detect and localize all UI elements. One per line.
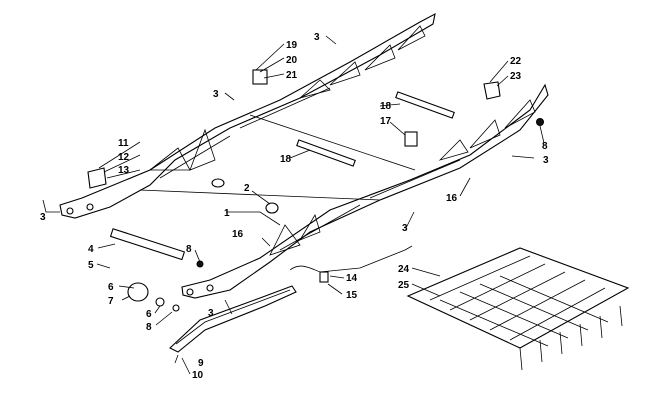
callout-25: 25 <box>398 280 410 291</box>
callout-4: 4 <box>88 244 94 255</box>
callout-1: 1 <box>224 208 230 219</box>
callout-8-right: 8 <box>542 141 548 152</box>
callout-3-right: 3 <box>543 155 549 166</box>
callout-8-bottom: 8 <box>146 322 152 333</box>
track-section <box>406 247 630 371</box>
callout-19: 19 <box>286 40 298 51</box>
callout-20: 20 <box>286 55 298 66</box>
rail-front <box>181 83 549 299</box>
callout-16-right: 16 <box>446 193 458 204</box>
callout-13: 13 <box>118 165 130 176</box>
cross-shafts <box>109 91 455 261</box>
callout-3-center: 3 <box>402 223 408 234</box>
callout-18-right: 18 <box>380 101 392 112</box>
leader-lines <box>42 35 545 375</box>
rail-rear <box>59 12 436 219</box>
callout-3-top: 3 <box>314 32 320 43</box>
callout-18-left: 18 <box>280 154 292 165</box>
callout-8-top: 8 <box>186 244 192 255</box>
wear-strip <box>169 285 297 353</box>
callout-14: 14 <box>346 273 358 284</box>
callout-21: 21 <box>286 70 298 81</box>
callout-23: 23 <box>510 71 522 82</box>
callout-17: 17 <box>380 116 392 127</box>
callout-6-left: 6 <box>108 282 114 293</box>
callout-24: 24 <box>398 264 410 275</box>
callout-10: 10 <box>192 370 204 381</box>
callout-7: 7 <box>108 296 114 307</box>
callout-22: 22 <box>510 56 522 67</box>
callout-6-right: 6 <box>146 309 152 320</box>
callout-16-left: 16 <box>232 229 244 240</box>
hardware <box>87 69 544 312</box>
callout-3-upper-left: 3 <box>213 89 219 100</box>
callout-3-left: 3 <box>40 212 46 223</box>
callout-5: 5 <box>88 260 94 271</box>
callout-3-bottom: 3 <box>208 308 214 319</box>
callout-12: 12 <box>118 152 130 163</box>
callout-9: 9 <box>198 358 204 369</box>
callout-15: 15 <box>346 290 358 301</box>
callout-11: 11 <box>118 138 129 149</box>
callout-labels: 1 2 3 3 3 3 3 3 4 5 6 6 7 8 8 8 9 10 11 … <box>40 32 549 381</box>
callout-2: 2 <box>244 183 250 194</box>
